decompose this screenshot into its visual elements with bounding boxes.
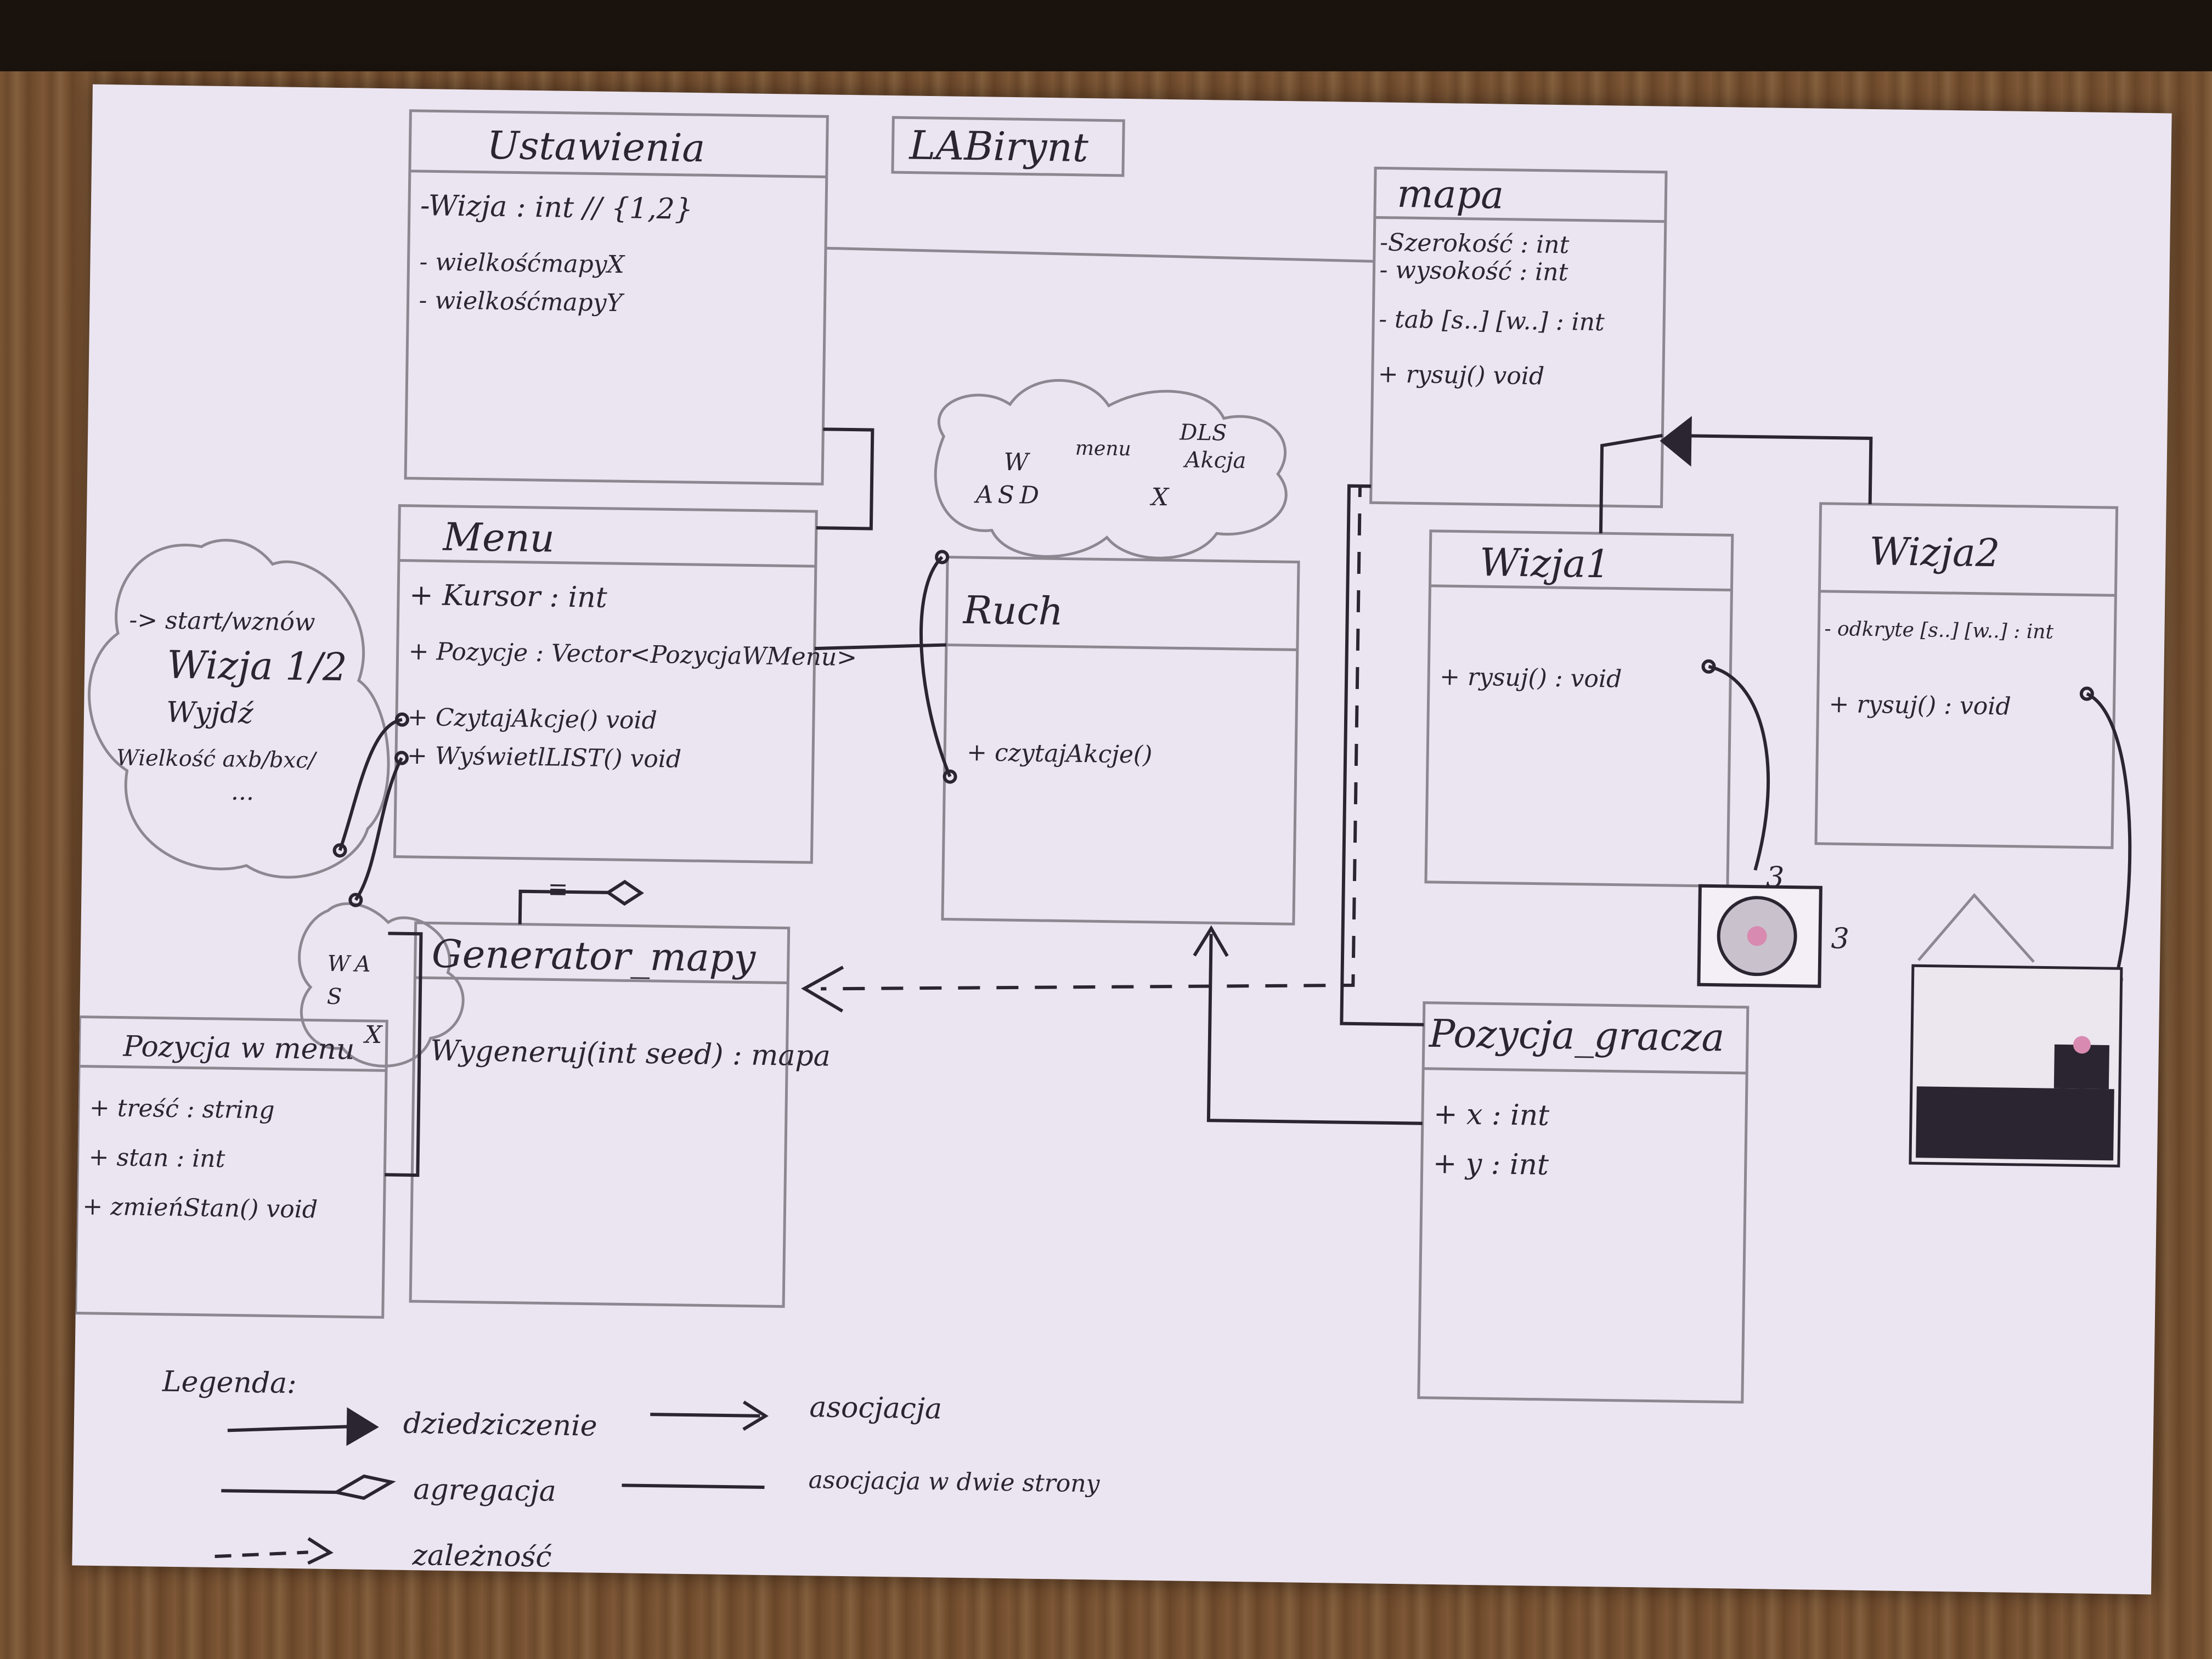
pozycja-w-menu-method-1: + zmieńStan() void (82, 1193, 318, 1224)
generator-name: Generator_mapy (431, 931, 757, 980)
wizja1-box (1424, 529, 1734, 888)
mapa-attr-2: - wysokość : int (1379, 256, 1568, 286)
diagram-title: LABirynt (908, 122, 1089, 171)
menu-method-1: + CzytajAkcje() void (408, 703, 657, 735)
ustawienia-box (404, 109, 829, 486)
wizja2-sketch (1909, 893, 2123, 1167)
small-cloud-x: X (363, 1021, 383, 1049)
pozycja-w-menu-attr-2: + stan : int (88, 1143, 225, 1173)
keys-cloud-s: S (997, 481, 1014, 509)
wizja2-name: Wizja2 (1869, 529, 2000, 575)
legend-zaleznosc: zależność (411, 1539, 552, 1574)
legend-title: Legenda: (162, 1365, 297, 1400)
small-cloud-w: W (327, 951, 352, 977)
mapa-box (1369, 166, 1668, 509)
keys-cloud-w: W (1003, 448, 1031, 477)
pozycja-gracza-attr-1: + x : int (1434, 1098, 1550, 1132)
wizja1-method-1: + rysuj() : void (1440, 663, 1622, 693)
pozycja-gracza-name: Pozycja_gracza (1428, 1011, 1725, 1060)
legend-agregacja: agregacja (413, 1473, 556, 1508)
mapa-attr-3: - tab [s..] [w..] : int (1379, 305, 1605, 336)
menu-cloud-line-1: -> start/wznów (129, 606, 315, 637)
menu-cloud-line-3: Wyjdź (166, 696, 255, 730)
small-cloud (298, 902, 465, 1068)
small-cloud-a: A (352, 951, 371, 977)
small-cloud-s: S (327, 984, 342, 1009)
wizja2-attr-1: - odkryte [s..] [w..] : int (1824, 618, 2054, 644)
menu-arrow-label: ≡ (548, 875, 568, 904)
menu-attr-1: + Kursor : int (409, 579, 608, 614)
paper-sheet: LABirynt Ustawienia -Wizja : int // {1,2… (72, 84, 2172, 1595)
menu-attr-2: + Pozycje : Vector<PozycjaWMenu> (408, 637, 857, 672)
generator-method-1: Wygeneruj(int seed) : mapa (430, 1034, 831, 1073)
uml-diagram: LABirynt Ustawienia -Wizja : int // {1,2… (74, 109, 2132, 1574)
pozycja-w-menu-name: Pozycja w menu (122, 1030, 355, 1066)
wizja1-name: Wizja1 (1480, 540, 1611, 586)
legend-asocjacja: asocjacja (809, 1391, 942, 1425)
menu-method-2: + WyświetlLIST() void (407, 742, 682, 774)
pozycja-w-menu-box (74, 1015, 388, 1319)
ruch-method-1: + czytajAkcje() (967, 738, 1153, 769)
wizja1-sketch (1697, 884, 1822, 988)
wizja2-box (1814, 502, 2119, 849)
keys-cloud-x: X (1149, 483, 1170, 511)
ustawienia-attr-1: -Wizja : int // {1,2} (420, 189, 693, 226)
pozycja-gracza-box (1417, 1001, 1750, 1404)
menu-cloud-line-2: Wizja 1/2 (167, 642, 347, 690)
keys-cloud-akcja: Akcja (1182, 447, 1246, 473)
ustawienia-name: Ustawienia (487, 123, 706, 171)
menu-cloud-line-4: Wielkość axb/bxc/ (116, 745, 318, 773)
menu-name: Menu (442, 515, 555, 561)
multiplicity-1: 3 (1766, 861, 1785, 894)
keys-cloud-dls: DLS (1179, 420, 1227, 445)
keys-cloud-menu: menu (1075, 437, 1131, 460)
background-shadow (0, 0, 2212, 71)
wizja2-method-1: + rysuj() : void (1829, 690, 2011, 721)
pozycja-w-menu-attr-1: + treść : string (89, 1094, 275, 1125)
title-box (891, 116, 1125, 177)
menu-cloud (88, 539, 390, 879)
keys-cloud-d: D (1019, 481, 1039, 510)
legend-dziedziczenie: dziedziczenie (403, 1407, 597, 1443)
mapa-name: mapa (1397, 171, 1504, 218)
ruch-box (941, 555, 1300, 926)
menu-box (393, 504, 818, 864)
generator-box (409, 921, 791, 1308)
pozycja-gracza-attr-2: + y : int (1432, 1147, 1549, 1182)
ustawienia-attr-3: - wielkośćmapyY (419, 286, 625, 317)
keys-cloud-a: A (973, 481, 993, 509)
ustawienia-attr-2: - wielkośćmapyX (419, 248, 625, 279)
ruch-name: Ruch (962, 588, 1063, 634)
legend-asocjacja-dwie: asocjacja w dwie strony (808, 1466, 1101, 1498)
legend-symbols (215, 1400, 769, 1565)
keys-cloud (934, 379, 1288, 560)
mapa-method-1: + rysuj() void (1378, 360, 1545, 390)
mapa-attr-1: -Szerokość : int (1380, 228, 1570, 259)
multiplicity-2: 3 (1831, 922, 1849, 955)
menu-cloud-line-5: ... (231, 777, 255, 806)
